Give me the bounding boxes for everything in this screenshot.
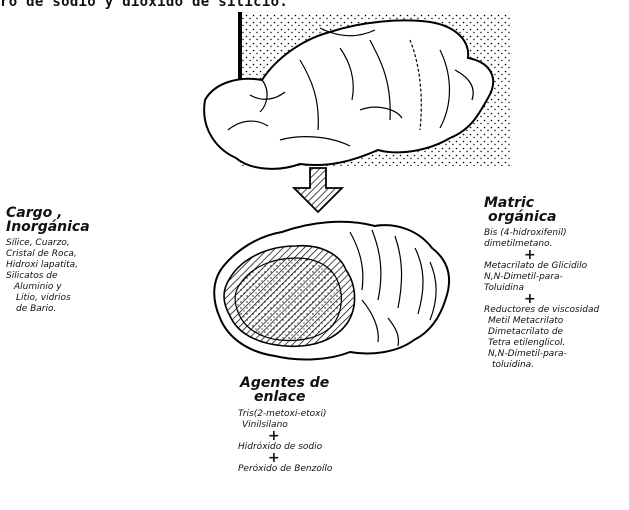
organic-matrix-block: Matric orgánica Bis (4-hidroxifenil) dim… (484, 196, 626, 371)
inorganic-line: Sílice, Cuarzo, (6, 238, 156, 249)
organic-line: Bis (4-hidroxifenil) (484, 228, 626, 239)
coupling-title-2: enlace (238, 390, 438, 404)
inorganic-filler-block: Cargo , Inorgánica Sílice, Cuarzo, Crist… (6, 206, 156, 315)
organic-line: N,N-Dimetil-para- (484, 272, 626, 283)
organic-line: Metacrilato de Glicidilo (484, 261, 626, 272)
coupling-line: Tris(2-metoxi-etoxi) (238, 409, 438, 420)
inorganic-line: de Bario. (6, 304, 156, 315)
coupling-agents-block: Agentes de enlace Tris(2-metoxi-etoxi) V… (238, 376, 438, 475)
inorganic-line: Aluminio y (6, 282, 156, 293)
inorganic-line: Litio, vidrios (6, 293, 156, 304)
organic-line: Dimetacrilato de (484, 327, 626, 338)
plus-sign: + (484, 294, 626, 305)
organic-line: N,N-Dimetil-para- (484, 349, 626, 360)
coupling-title-1: Agentes de (238, 376, 438, 390)
plus-sign: + (238, 453, 438, 464)
composite-rock (214, 222, 449, 360)
inorganic-line: Cristal de Roca, (6, 249, 156, 260)
organic-title-2: orgánica (484, 210, 626, 224)
inorganic-line: Silicatos de (6, 271, 156, 282)
organic-line: dimetilmetano. (484, 239, 626, 250)
coupling-line: Peróxido de Benzoílo (238, 464, 438, 475)
organic-line: toluidina. (484, 360, 626, 371)
inorganic-title-1: Cargo , (6, 206, 156, 220)
organic-line: Toluidina (484, 283, 626, 294)
down-arrow-icon (294, 168, 342, 212)
inorganic-title-2: Inorgánica (6, 220, 156, 234)
plus-sign: + (484, 250, 626, 261)
organic-line: Reductores de viscosidad (484, 305, 626, 316)
inorganic-line: Hidroxi lapatita, (6, 260, 156, 271)
organic-line: Metil Metacrilato (484, 316, 626, 327)
organic-title-1: Matric (484, 196, 626, 210)
organic-line: Tetra etilenglicol. (484, 338, 626, 349)
plus-sign: + (238, 431, 438, 442)
